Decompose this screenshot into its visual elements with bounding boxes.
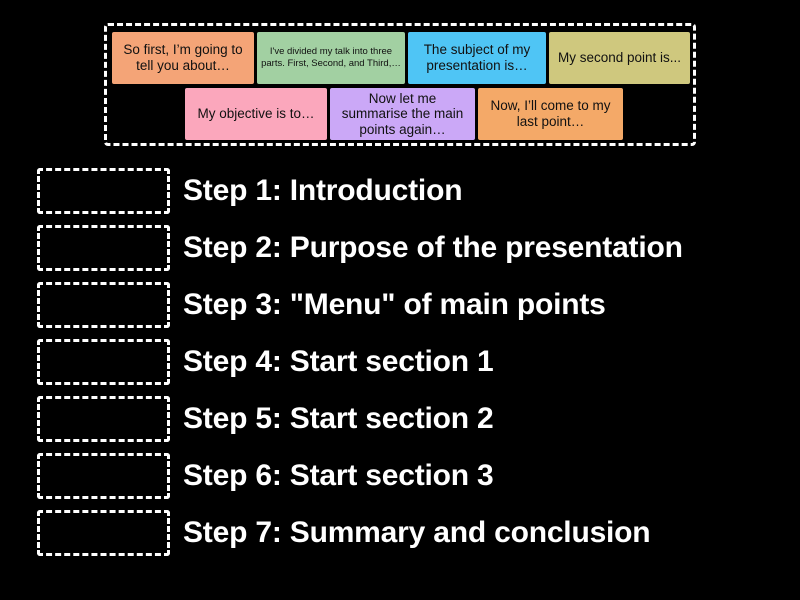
draggable-tile-3[interactable]: The subject of my presentation is…	[407, 32, 546, 84]
steps-list: Step 1: Introduction Step 2: Purpose of …	[0, 162, 800, 561]
step-label-7: Step 7: Summary and conclusion	[183, 515, 651, 549]
step-label-6: Step 6: Start section 3	[183, 458, 494, 492]
tile-label: The subject of my presentation is…	[423, 42, 531, 73]
dropzone-step-7[interactable]	[37, 509, 170, 556]
tile-label: Now, I’ll come to my last point…	[490, 98, 611, 129]
dropzone-step-2[interactable]	[37, 224, 170, 271]
step-row-7: Step 7: Summary and conclusion	[0, 504, 800, 561]
tile-label: My second point is...	[557, 50, 682, 66]
step-label-2: Step 2: Purpose of the presentation	[183, 230, 683, 264]
draggable-tile-2[interactable]: I've divided my talk into three parts. F…	[257, 32, 405, 84]
tile-label: I've divided my talk into three parts. F…	[261, 46, 401, 69]
draggable-tile-6[interactable]: Now let me summarise the main points aga…	[330, 88, 475, 140]
draggable-tile-7[interactable]: Now, I’ll come to my last point…	[478, 88, 623, 140]
tile-label: Now let me summarise the main points aga…	[341, 90, 464, 137]
step-label-5: Step 5: Start section 2	[183, 401, 494, 435]
dropzone-step-5[interactable]	[37, 395, 170, 442]
tile-bank-row-2: My objective is to… Now let me summarise…	[107, 88, 693, 140]
step-row-6: Step 6: Start section 3	[0, 447, 800, 504]
tile-bank: So first, I’m going to tell you about… I…	[104, 23, 696, 146]
dropzone-step-6[interactable]	[37, 452, 170, 499]
tile-label: So first, I’m going to tell you about…	[123, 42, 243, 73]
step-row-2: Step 2: Purpose of the presentation	[0, 219, 800, 276]
draggable-tile-1[interactable]: So first, I’m going to tell you about…	[112, 32, 254, 84]
dropzone-step-1[interactable]	[37, 167, 170, 214]
dropzone-step-3[interactable]	[37, 281, 170, 328]
tile-label: My objective is to…	[197, 106, 315, 122]
step-label-1: Step 1: Introduction	[183, 173, 463, 207]
step-row-3: Step 3: "Menu" of main points	[0, 276, 800, 333]
step-row-5: Step 5: Start section 2	[0, 390, 800, 447]
step-row-4: Step 4: Start section 1	[0, 333, 800, 390]
dropzone-step-4[interactable]	[37, 338, 170, 385]
draggable-tile-5[interactable]: My objective is to…	[185, 88, 327, 140]
step-label-4: Step 4: Start section 1	[183, 344, 494, 378]
step-row-1: Step 1: Introduction	[0, 162, 800, 219]
step-label-3: Step 3: "Menu" of main points	[183, 287, 606, 321]
draggable-tile-4[interactable]: My second point is...	[548, 32, 690, 84]
tile-bank-row-1: So first, I’m going to tell you about… I…	[107, 32, 693, 84]
